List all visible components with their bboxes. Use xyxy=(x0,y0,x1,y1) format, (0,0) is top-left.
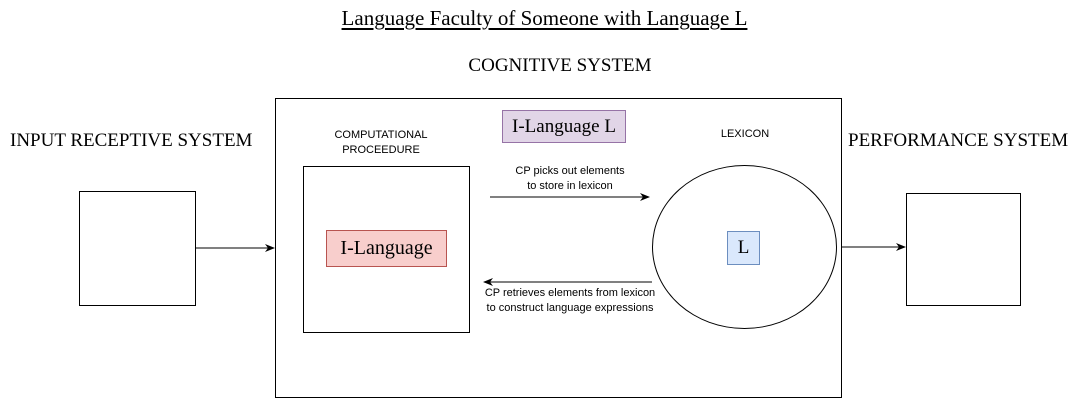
cognitive-system-box xyxy=(275,98,842,398)
lexicon-label: LEXICON xyxy=(720,128,770,140)
computational-procedure-box xyxy=(303,166,470,333)
cognitive-system-label: COGNITIVE SYSTEM xyxy=(468,55,652,76)
retrieves-elements-line1: CP retrieves elements from lexicon xyxy=(484,287,656,299)
l-node: L xyxy=(727,231,760,265)
i-language-node: I-Language xyxy=(326,230,447,267)
input-receptive-system-label: INPUT RECEPTIVE SYSTEM xyxy=(10,130,253,151)
i-language-l-node: I-Language L xyxy=(502,110,626,143)
picks-out-elements-line1: CP picks out elements xyxy=(515,165,625,177)
picks-out-elements-line2: to store in lexicon xyxy=(527,180,613,192)
retrieves-elements-line2: to construct language expressions xyxy=(486,302,654,314)
diagram-title: Language Faculty of Someone with Languag… xyxy=(341,6,748,30)
input-receptive-system-box xyxy=(79,191,196,306)
picks-out-elements-label: CP picks out elements to store in lexico… xyxy=(470,164,670,194)
performance-system-box xyxy=(906,193,1021,306)
computational-procedure-label: COMPUTATIONAL PROCEEDURE xyxy=(290,128,472,158)
computational-procedure-label-line2: PROCEEDURE xyxy=(342,144,420,156)
lexicon-ellipse xyxy=(652,165,837,329)
performance-system-label: PERFORMANCE SYSTEM xyxy=(848,130,1069,151)
retrieves-elements-label: CP retrieves elements from lexicon to co… xyxy=(455,286,685,316)
computational-procedure-label-line1: COMPUTATIONAL xyxy=(334,129,428,141)
